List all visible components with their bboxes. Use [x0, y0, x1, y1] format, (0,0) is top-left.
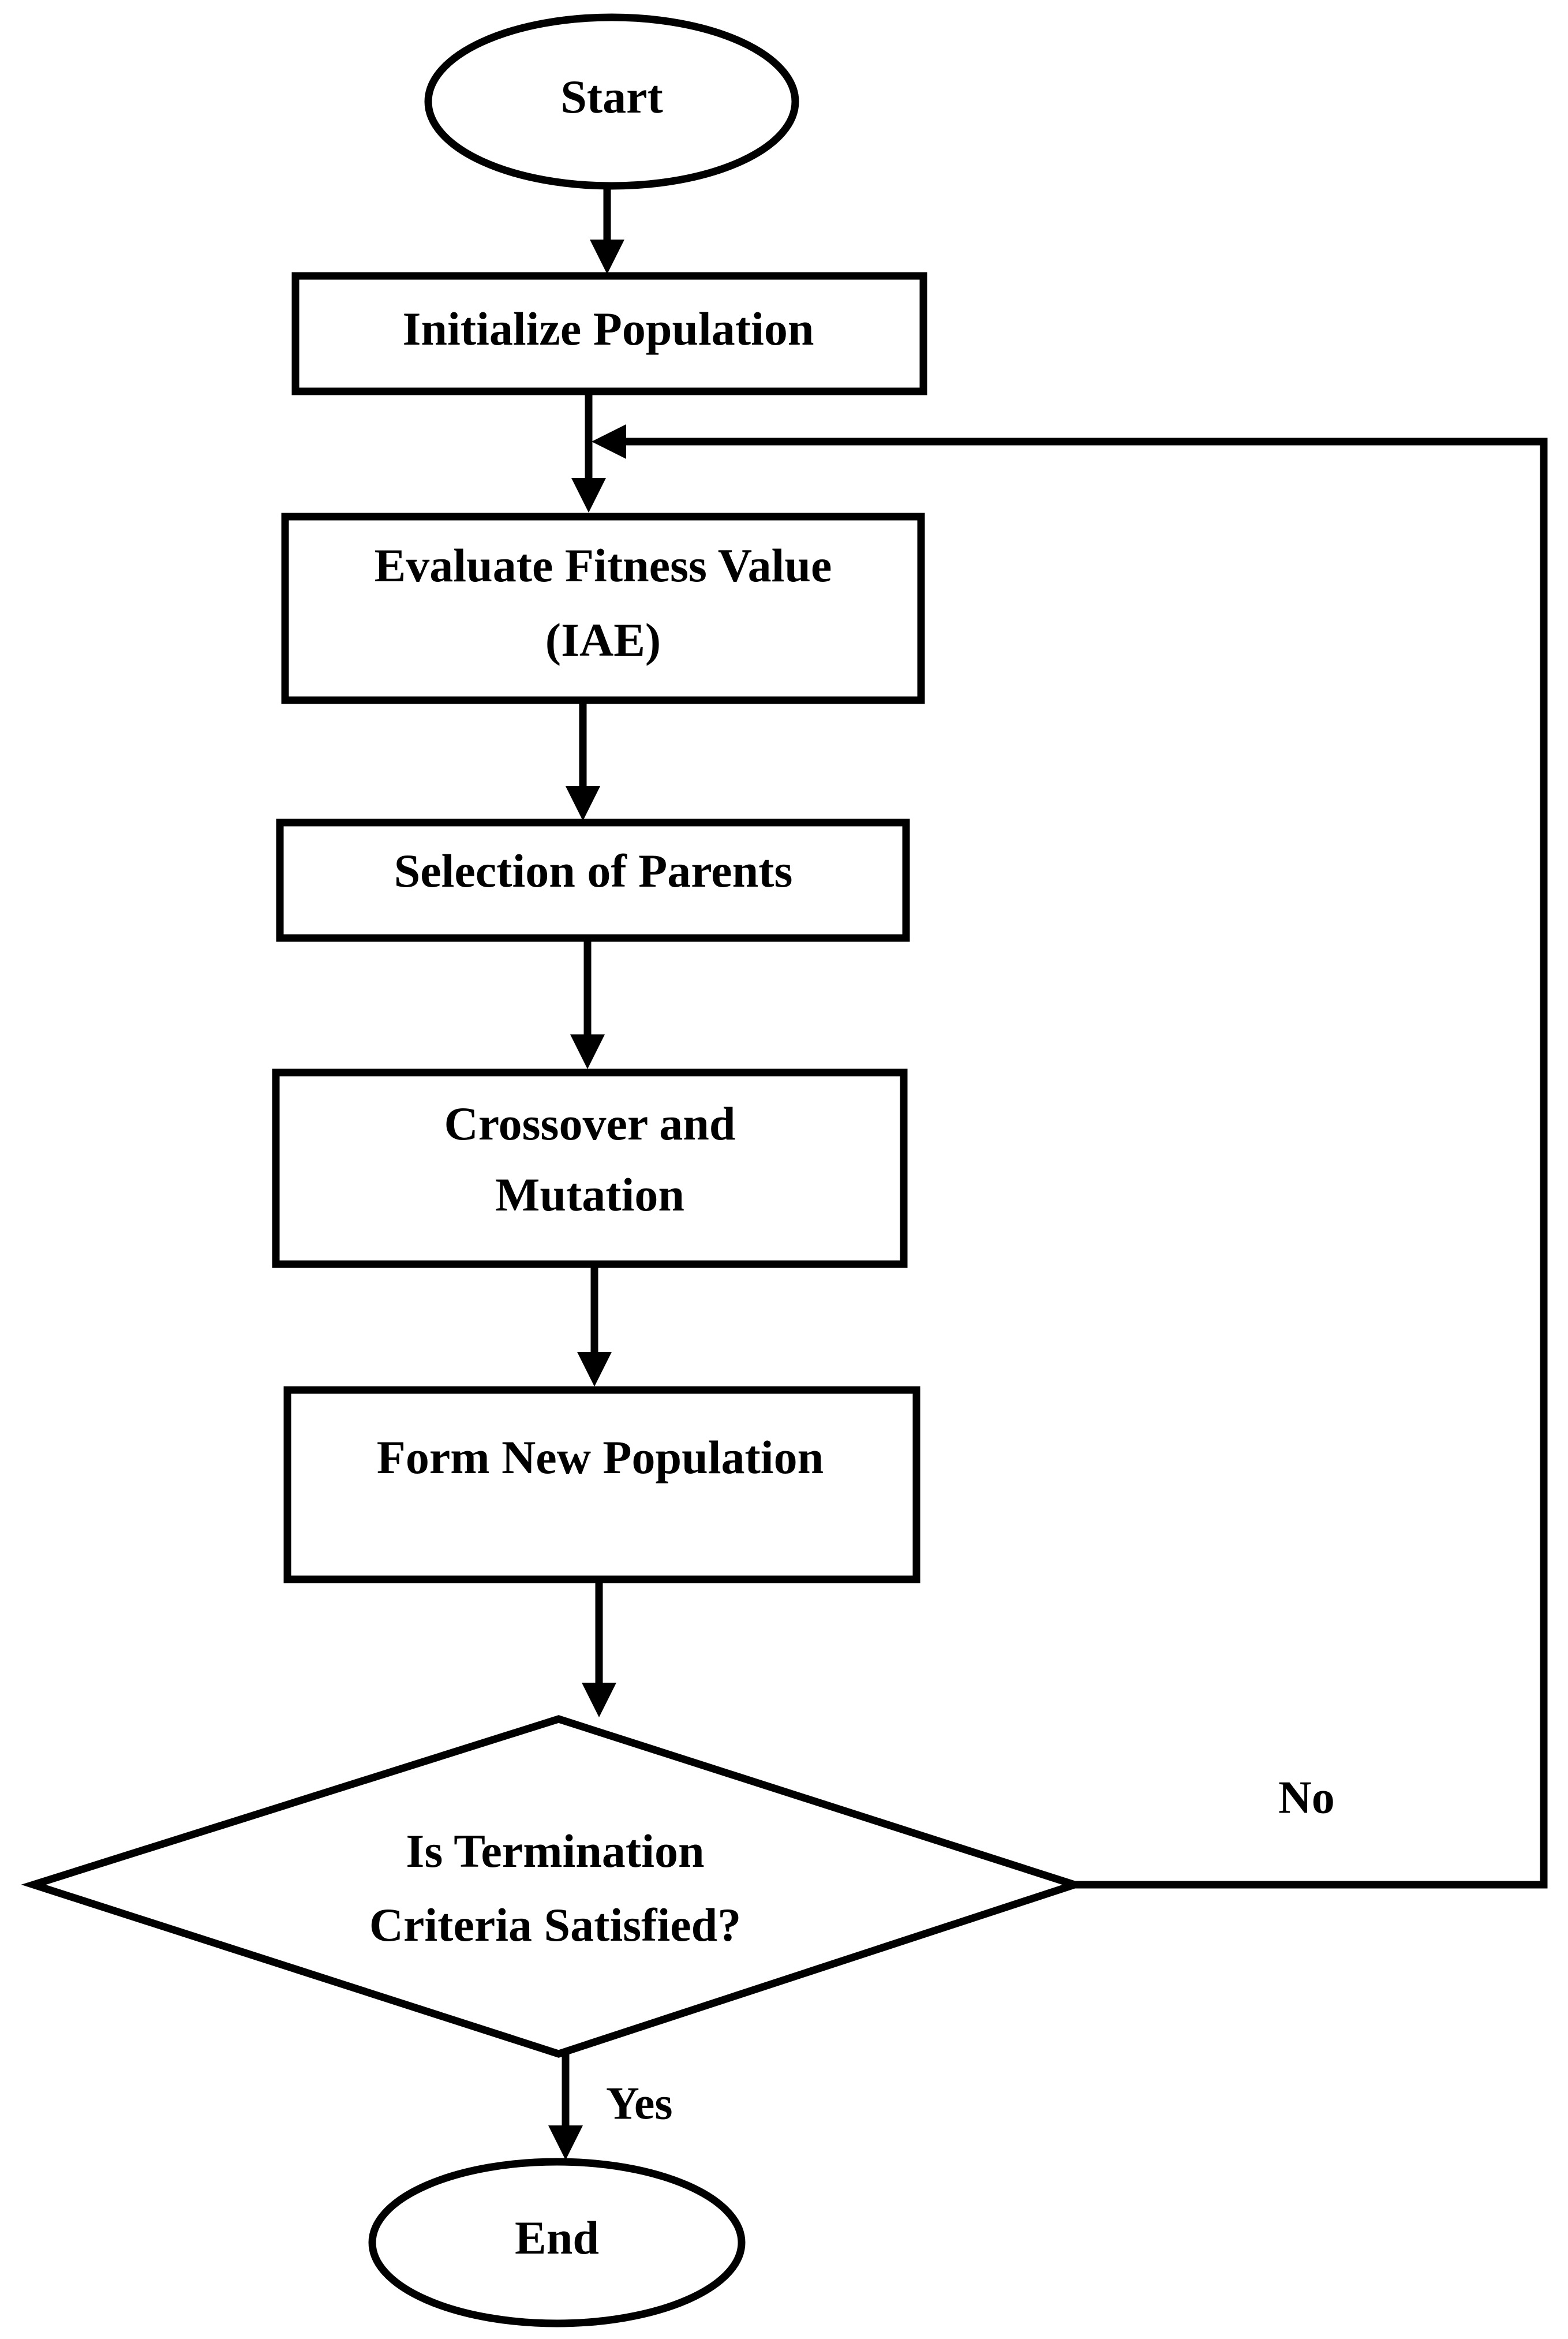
arrowhead-loop-back: [592, 424, 626, 459]
yes-edge-label: Yes: [606, 2078, 673, 2129]
selection-of-parents-box: [276, 819, 910, 942]
loop-back-no-connector: [620, 438, 1548, 1889]
arrowhead-selection: [566, 786, 600, 821]
arrowhead-evaluate: [571, 478, 606, 513]
termination-decision-diamond: [21, 1715, 1087, 2058]
selection-of-parents-label: Selection of Parents: [394, 845, 793, 897]
no-edge-label: No: [1278, 1772, 1335, 1823]
initialize-population-label: Initialize Population: [402, 302, 814, 355]
crossover-mutation-box: [272, 1068, 908, 1268]
evaluate-fitness-label-line2: (IAE): [545, 614, 661, 666]
termination-decision-label-line2: Criteria Satisfied?: [369, 1899, 741, 1951]
start-terminal: [424, 13, 799, 190]
start-label: Start: [560, 70, 663, 123]
end-label: End: [515, 2211, 599, 2264]
evaluate-fitness-box: [281, 513, 925, 704]
initialize-population-box: [291, 272, 927, 395]
arrowhead-crossover: [570, 1034, 605, 1069]
arrowhead-form: [577, 1352, 612, 1387]
evaluate-fitness-label-line1: Evaluate Fitness Value: [375, 539, 832, 592]
crossover-mutation-label-line1: Crossover and: [444, 1097, 736, 1150]
termination-decision-label-line1: Is Termination: [406, 1825, 704, 1877]
arrowhead-initialize: [590, 240, 624, 274]
crossover-mutation-label-line2: Mutation: [495, 1168, 684, 1221]
form-new-population-label: Form New Population: [377, 1431, 824, 1484]
arrowhead-end: [548, 2125, 583, 2160]
arrowhead-decision: [582, 1683, 616, 1717]
form-new-population-box: [283, 1386, 920, 1583]
end-terminal: [368, 2158, 746, 2327]
